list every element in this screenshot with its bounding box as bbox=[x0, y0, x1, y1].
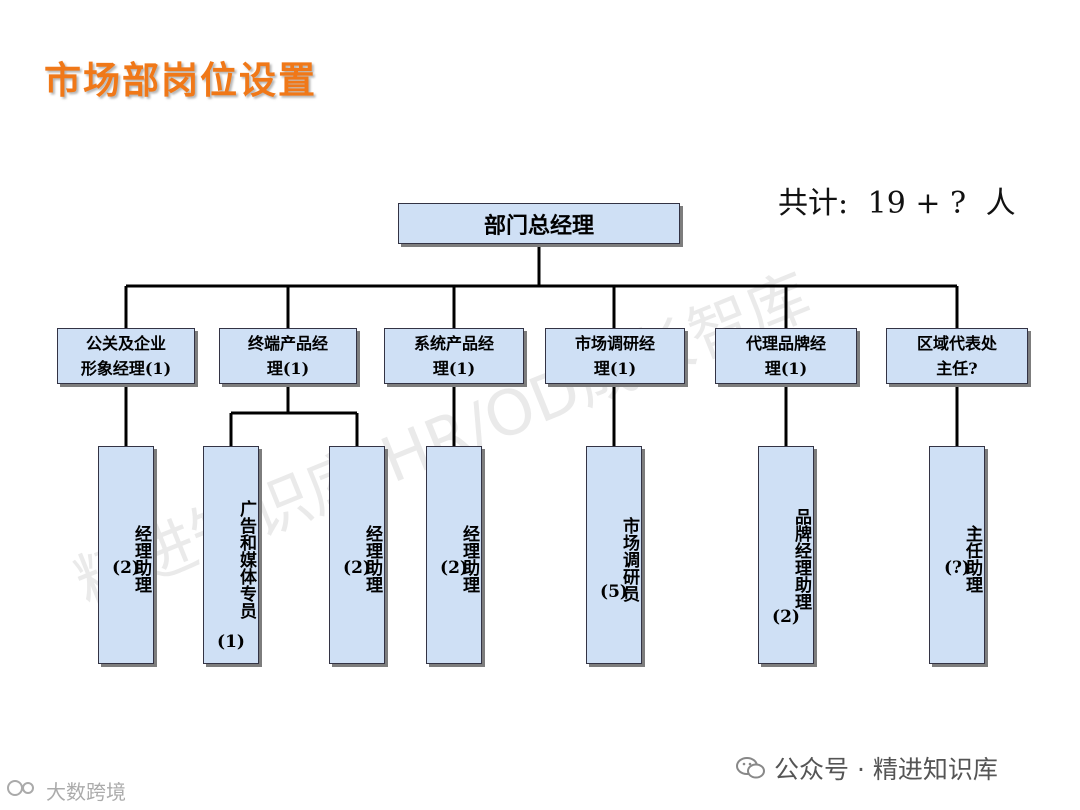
wechat-icon bbox=[736, 756, 766, 780]
staff-label: 经理助理 bbox=[459, 525, 479, 593]
source-footer: 大数跨境 bbox=[6, 776, 126, 805]
staff-director-assistant: 主任助理 bbox=[929, 446, 985, 664]
staff-count-2: (2) bbox=[343, 558, 371, 578]
staff-system-assistant: 经理助理 bbox=[426, 446, 482, 664]
staff-label: 市场调研员 bbox=[619, 516, 639, 602]
org-head-label: 部门总经理 bbox=[483, 212, 594, 239]
manager-label-line1: 区域代表处 bbox=[916, 334, 997, 353]
manager-label-line1: 代理品牌经 bbox=[745, 334, 826, 353]
wechat-account: 公众号 · 精进知识库 bbox=[774, 755, 998, 784]
manager-system-product: 系统产品经 理(1) bbox=[384, 328, 524, 384]
headcount-unit: 人 bbox=[985, 186, 1016, 221]
manager-label-line2: 形象经理(1) bbox=[80, 359, 172, 378]
staff-terminal-assistant: 经理助理 bbox=[329, 446, 385, 664]
manager-label-line1: 公关及企业 bbox=[85, 334, 166, 353]
staff-label: 经理助理 bbox=[362, 525, 382, 593]
manager-label-line2: 理(1) bbox=[764, 359, 808, 378]
staff-ad-media: 广告和媒体专员 bbox=[203, 446, 259, 664]
staff-brand-assistant: 品牌经理助理 bbox=[758, 446, 814, 664]
headcount-value: 19 + ? bbox=[867, 186, 967, 221]
manager-terminal-product: 终端产品经 理(1) bbox=[219, 328, 357, 384]
staff-label: 经理助理 bbox=[131, 525, 151, 593]
manager-market-research: 市场调研经 理(1) bbox=[545, 328, 685, 384]
page-title: 市场部岗位设置 bbox=[44, 58, 317, 102]
staff-count-1: (1) bbox=[217, 632, 245, 652]
staff-count-3: (2) bbox=[440, 558, 468, 578]
manager-label-line1: 系统产品经 bbox=[413, 334, 494, 353]
staff-count-0: (2) bbox=[112, 558, 140, 578]
manager-regional-office: 区域代表处 主任? bbox=[886, 328, 1028, 384]
staff-count-5: (2) bbox=[772, 607, 800, 627]
staff-count-6: (?) bbox=[943, 558, 971, 578]
manager-label-line2: 主任? bbox=[936, 359, 978, 378]
manager-label-line2: 理(1) bbox=[432, 359, 476, 378]
staff-count-4: (5) bbox=[600, 582, 628, 602]
manager-label-line2: 理(1) bbox=[593, 359, 637, 378]
manager-label-line2: 理(1) bbox=[266, 359, 310, 378]
headcount-total: 共计: 19 + ? 人 bbox=[778, 178, 1026, 222]
manager-pr-image: 公关及企业 形象经理(1) bbox=[57, 328, 195, 384]
source-label: 大数跨境 bbox=[46, 780, 126, 804]
staff-label: 广告和媒体专员 bbox=[236, 499, 256, 619]
staff-label: 主任助理 bbox=[962, 525, 982, 593]
manager-label-line1: 终端产品经 bbox=[247, 334, 328, 353]
staff-label: 品牌经理助理 bbox=[791, 508, 811, 610]
staff-pr-assistant: 经理助理 bbox=[98, 446, 154, 664]
wechat-footer: 公众号 · 精进知识库 bbox=[736, 750, 998, 786]
manager-label-line1: 市场调研经 bbox=[574, 334, 655, 353]
source-logo-icon bbox=[6, 778, 40, 803]
org-head: 部门总经理 bbox=[398, 203, 680, 244]
manager-agency-brand: 代理品牌经 理(1) bbox=[715, 328, 857, 384]
headcount-label: 共计: bbox=[778, 186, 849, 221]
staff-researcher: 市场调研员 bbox=[586, 446, 642, 664]
